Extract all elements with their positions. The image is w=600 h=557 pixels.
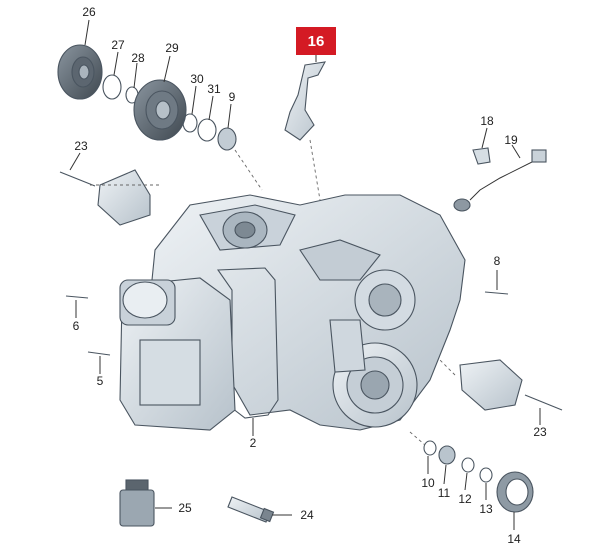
part-label-8[interactable]: 8: [493, 254, 501, 268]
drive-flange-left: [97, 169, 151, 226]
highlighted-part-label[interactable]: 16: [296, 27, 336, 55]
drive-flange-right: [459, 359, 523, 411]
part-label-6[interactable]: 6: [72, 319, 80, 333]
mechatronic-unit: [119, 277, 236, 431]
seal-part-14: [496, 471, 534, 513]
part-label-11[interactable]: 11: [437, 486, 451, 500]
part-label-23-right[interactable]: 23: [533, 425, 547, 439]
part-label-5[interactable]: 5: [96, 374, 104, 388]
clip-part-18: [472, 147, 491, 165]
shift-fork-part-16: [284, 61, 327, 141]
part-label-31[interactable]: 31: [207, 82, 221, 96]
clutch-part: [133, 79, 187, 141]
part-label-26[interactable]: 26: [82, 5, 96, 19]
ring-part-13: [479, 467, 493, 483]
part-label-14[interactable]: 14: [507, 532, 521, 546]
bolt-part-8: [484, 291, 509, 295]
part-label-2[interactable]: 2: [249, 436, 257, 450]
part-label-25[interactable]: 25: [178, 501, 192, 515]
part-label-18[interactable]: 18: [480, 114, 494, 128]
seal-part-11: [438, 445, 456, 465]
part-label-28[interactable]: 28: [131, 51, 145, 65]
leader-lines: [69, 19, 541, 530]
gasket-plate: [216, 267, 279, 419]
ring-part-27: [102, 74, 122, 100]
sealant-tube-part-24: [227, 496, 275, 523]
part-label-9[interactable]: 9: [228, 90, 236, 104]
ring-part-30: [182, 113, 198, 133]
sensor-cable-part-19: [453, 149, 547, 212]
ring-part-12: [461, 457, 475, 473]
bolt-part-6: [65, 295, 89, 299]
part-label-30[interactable]: 30: [190, 72, 204, 86]
flywheel-part: [57, 44, 103, 100]
part-label-12[interactable]: 12: [458, 492, 472, 506]
oil-bottle-part-25: [119, 479, 155, 527]
part-label-10[interactable]: 10: [421, 476, 435, 490]
bolt-part-23-left: [59, 171, 96, 187]
part-label-23-left[interactable]: 23: [74, 139, 88, 153]
part-label-13[interactable]: 13: [479, 502, 493, 516]
part-label-29[interactable]: 29: [165, 41, 179, 55]
ring-part-10: [423, 440, 437, 456]
assembly-paths: [90, 139, 456, 446]
ring-part-31: [197, 118, 217, 142]
part-label-27[interactable]: 27: [111, 38, 125, 52]
bolt-part-5: [87, 351, 111, 356]
seal-part-9: [217, 127, 237, 151]
part-label-19[interactable]: 19: [504, 133, 518, 147]
part-label-24[interactable]: 24: [300, 508, 314, 522]
bolt-part-23-right: [524, 394, 563, 411]
